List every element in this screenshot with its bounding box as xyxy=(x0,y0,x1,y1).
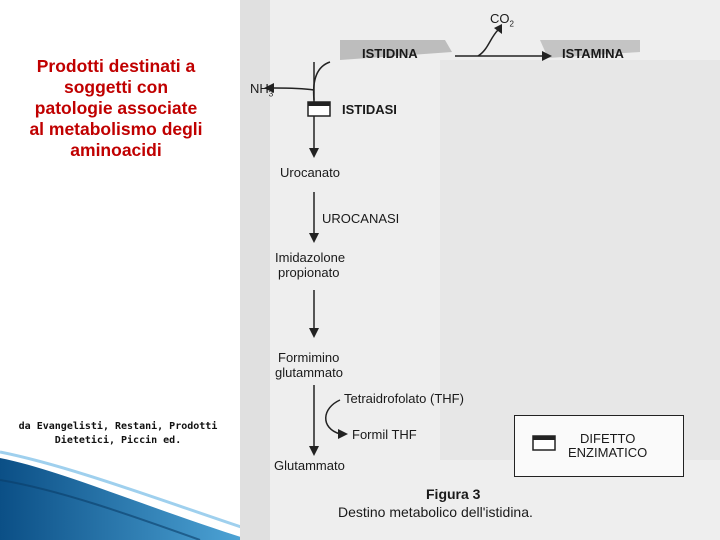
legend-label-line1: DIFETTO xyxy=(580,431,636,446)
imidazolone-label: Imidazolone xyxy=(275,250,346,265)
glutammato-final-label: Glutammato xyxy=(274,458,345,473)
pathway-graphics xyxy=(240,0,720,540)
enzyme-block-icon xyxy=(307,101,331,117)
arrow-down-icon xyxy=(309,148,319,158)
formimino-label: Formimino xyxy=(278,350,340,365)
figure-caption: Destino metabolico dell'istidina. xyxy=(338,504,533,520)
figure-label: Figura 3 xyxy=(426,486,481,502)
pathway-diagram: CO2 ISTIDINA ISTAMINA NH3 ISTIDASI Uroca… xyxy=(240,0,720,540)
urocanasi-label: UROCANASI xyxy=(322,211,400,226)
slide-decoration xyxy=(0,450,250,540)
propionato-label: propionato xyxy=(278,265,340,280)
istidasi-label: ISTIDASI xyxy=(342,102,397,117)
istamina-label: ISTAMINA xyxy=(562,46,624,61)
thf-label: Tetraidrofolato (THF) xyxy=(344,391,464,406)
curved-arrow-icon xyxy=(325,399,341,435)
citation: da Evangelisti, Restani, Prodotti Dietet… xyxy=(18,421,218,446)
glutammato-intermediate-label: glutammato xyxy=(275,365,343,380)
legend-block-icon xyxy=(532,435,556,451)
istidina-label: ISTIDINA xyxy=(362,46,418,61)
co2-label: CO2 xyxy=(490,11,514,29)
legend-label-line2: ENZIMATICO xyxy=(568,445,648,460)
slide-title: Prodotti destinati a soggetti con patolo… xyxy=(29,56,203,160)
nh3-label: NH3 xyxy=(250,81,274,99)
formil-thf-label: Formil THF xyxy=(352,427,417,442)
urocanato-label: Urocanato xyxy=(280,165,340,180)
